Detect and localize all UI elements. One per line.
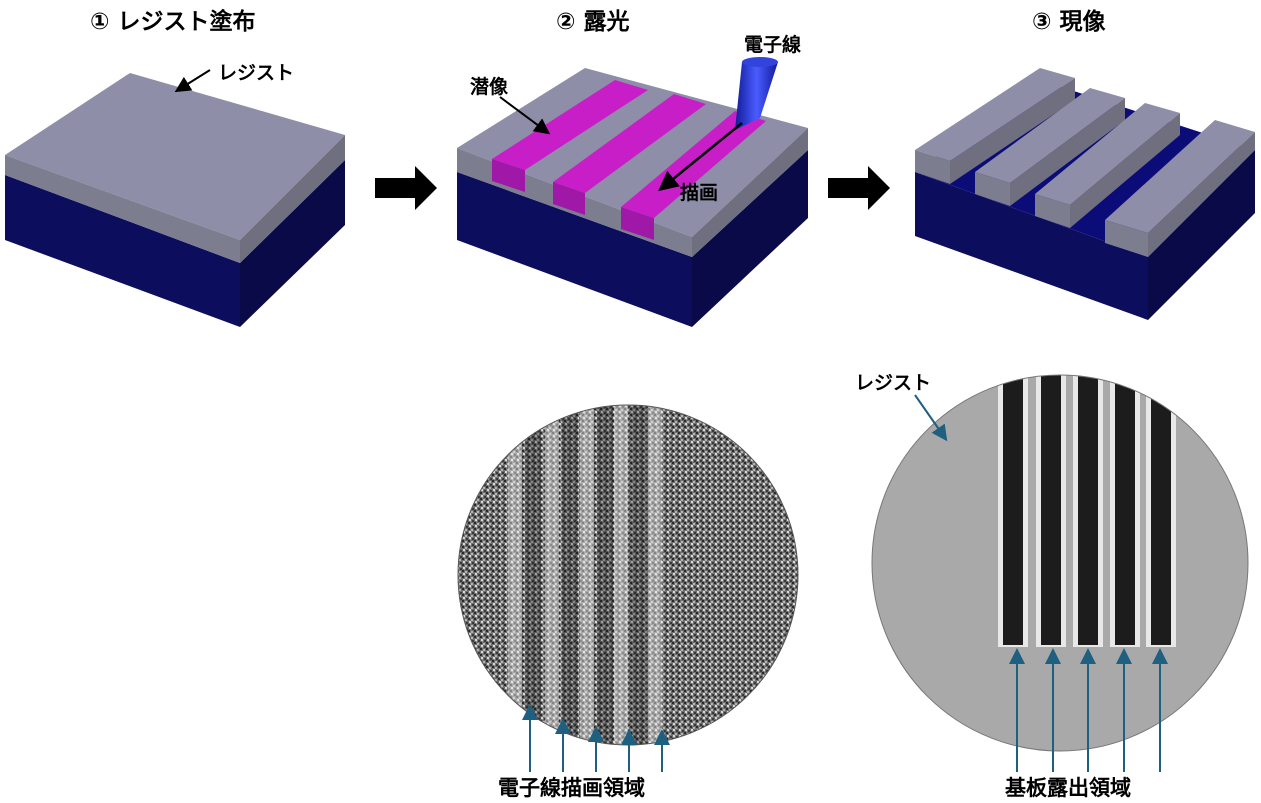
latent-stripe-1 [492, 80, 648, 170]
latent-image-label: 潜像 [470, 76, 509, 98]
latent-stripe-2 [553, 94, 706, 193]
block-development [915, 68, 1255, 320]
resist-label: レジスト [218, 62, 295, 84]
resist-line-1 [915, 68, 1075, 184]
step3-title: ③ 現像 [1032, 2, 1106, 36]
resist-line-3 [1035, 103, 1180, 228]
resist-top [5, 73, 345, 240]
latent-front-1 [492, 159, 525, 192]
exposure-region-label: 電子線描画領域 [498, 776, 645, 800]
substrate-front [457, 172, 692, 327]
step2-label: 露光 [583, 9, 630, 35]
process-arrow-1 [375, 166, 437, 210]
step3-number: ③ [1032, 9, 1052, 35]
resist-sem-pointer [914, 394, 948, 442]
resist-pointer [174, 69, 211, 93]
step3-label: 現像 [1059, 9, 1106, 35]
writing-label: 描画 [680, 182, 719, 204]
exposure-region-arrows [522, 704, 670, 772]
latent-front-2 [553, 182, 585, 215]
resist-side [240, 135, 345, 263]
resist-line-4 [1105, 120, 1255, 257]
latent-pointer [499, 96, 551, 135]
substrate-exposed-arrows [1009, 648, 1168, 772]
electron-beam-label: 電子線 [744, 34, 802, 56]
step1-title: ① レジスト塗布 [90, 2, 256, 36]
step1-label: レジスト塗布 [117, 9, 256, 35]
substrate-front [5, 175, 240, 327]
block-resist-coating [5, 73, 345, 327]
step1-number: ① [90, 9, 110, 35]
resist-side [692, 128, 808, 257]
sem-image-developed [872, 375, 1248, 751]
process-arrow-2 [828, 166, 890, 210]
latent-stripe-3 [621, 111, 766, 218]
sem-image-latent [458, 405, 798, 745]
substrate-side [692, 150, 808, 327]
resist-line-2 [975, 88, 1125, 206]
resist-sem-label: レジスト [855, 372, 932, 394]
substrate-side [1148, 150, 1255, 320]
substrate-side [240, 160, 345, 327]
step2-title: ② 露光 [556, 2, 630, 36]
latent-front-3 [621, 207, 654, 240]
electron-beam-top [742, 57, 778, 67]
resist-front [5, 155, 240, 263]
substrate-exposed-label: 基板露出領域 [1005, 776, 1131, 800]
substrate-front [915, 172, 1148, 320]
step2-number: ② [556, 9, 576, 35]
block-exposure [457, 68, 808, 327]
electron-beam [735, 62, 778, 130]
writing-direction-arrow [658, 122, 743, 192]
